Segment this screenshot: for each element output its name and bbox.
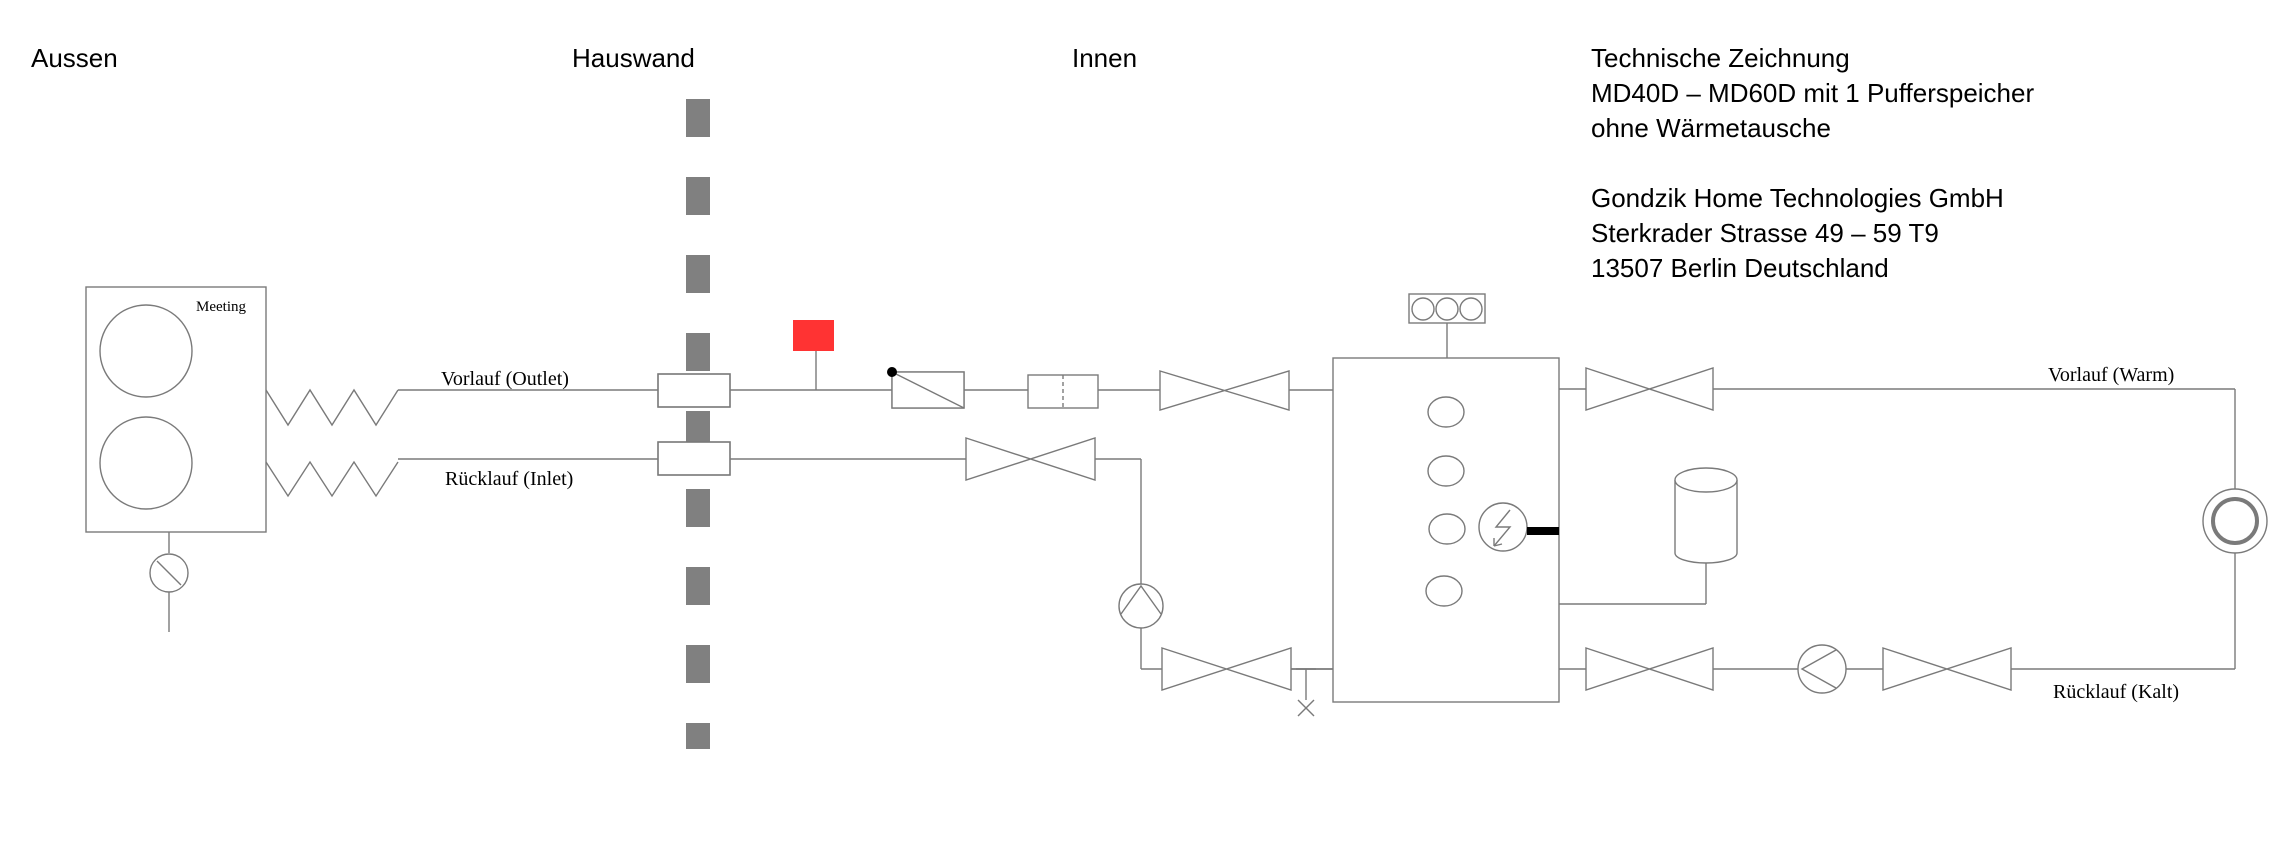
pipe-label-outlet: Vorlauf (Outlet) <box>441 368 569 390</box>
pipe-label-return-cold: Rücklauf (Kalt) <box>2053 681 2179 703</box>
pipe-label-inlet: Rücklauf (Inlet) <box>445 468 573 490</box>
valve-icon <box>1882 647 2012 691</box>
valve-icon <box>1159 370 1290 411</box>
company-line: Gondzik Home Technologies GmbH <box>1591 183 2004 213</box>
return-cold-pipe <box>1559 552 2236 670</box>
company-line: Sterkrader Strasse 49 – 59 T9 <box>1591 218 1939 248</box>
check-valve-icon <box>887 367 965 409</box>
drain-valve-icon <box>1291 668 1333 717</box>
pump-icon <box>1797 644 1847 694</box>
flexible-hose-icon <box>265 460 399 498</box>
zone-label-inside: Innen <box>1072 43 1137 73</box>
thermometer-icon <box>1408 293 1486 358</box>
expansion-vessel-icon <box>1559 467 1738 605</box>
zone-label-wall: Hauswand <box>572 43 695 73</box>
valve-icon <box>965 437 1096 481</box>
sensor-icon <box>793 320 834 351</box>
pump-icon <box>1118 583 1164 629</box>
title-line: MD40D – MD60D mit 1 Pufferspeicher <box>1591 78 2034 108</box>
outdoor-unit: Meeting <box>85 286 267 632</box>
title-line: ohne Wärmetausche <box>1591 113 1831 143</box>
valve-icon <box>1585 367 1714 411</box>
fan-icon <box>99 416 193 510</box>
valve-icon <box>1585 647 1714 691</box>
company-line: 13507 Berlin Deutschland <box>1591 253 1889 283</box>
drain-valve-icon <box>149 553 189 593</box>
title-line: Technische Zeichnung <box>1591 43 1850 73</box>
buffer-tank <box>1332 357 1560 703</box>
zone-label-outside: Aussen <box>31 43 118 73</box>
supply-warm-pipe <box>1559 388 2236 490</box>
outdoor-unit-label: Meeting <box>196 299 246 315</box>
house-wall <box>686 99 710 749</box>
inlet-pipe <box>398 441 1333 670</box>
fan-icon <box>99 304 193 398</box>
heat-emitter-icon <box>2202 488 2268 554</box>
title-block: Technische Zeichnung MD40D – MD60D mit 1… <box>1591 43 2034 283</box>
flexible-hose-icon <box>265 388 399 427</box>
pipe-label-supply-warm: Vorlauf (Warm) <box>2048 364 2174 386</box>
heating-element-icon <box>1478 502 1559 552</box>
valve-icon <box>1161 647 1292 691</box>
